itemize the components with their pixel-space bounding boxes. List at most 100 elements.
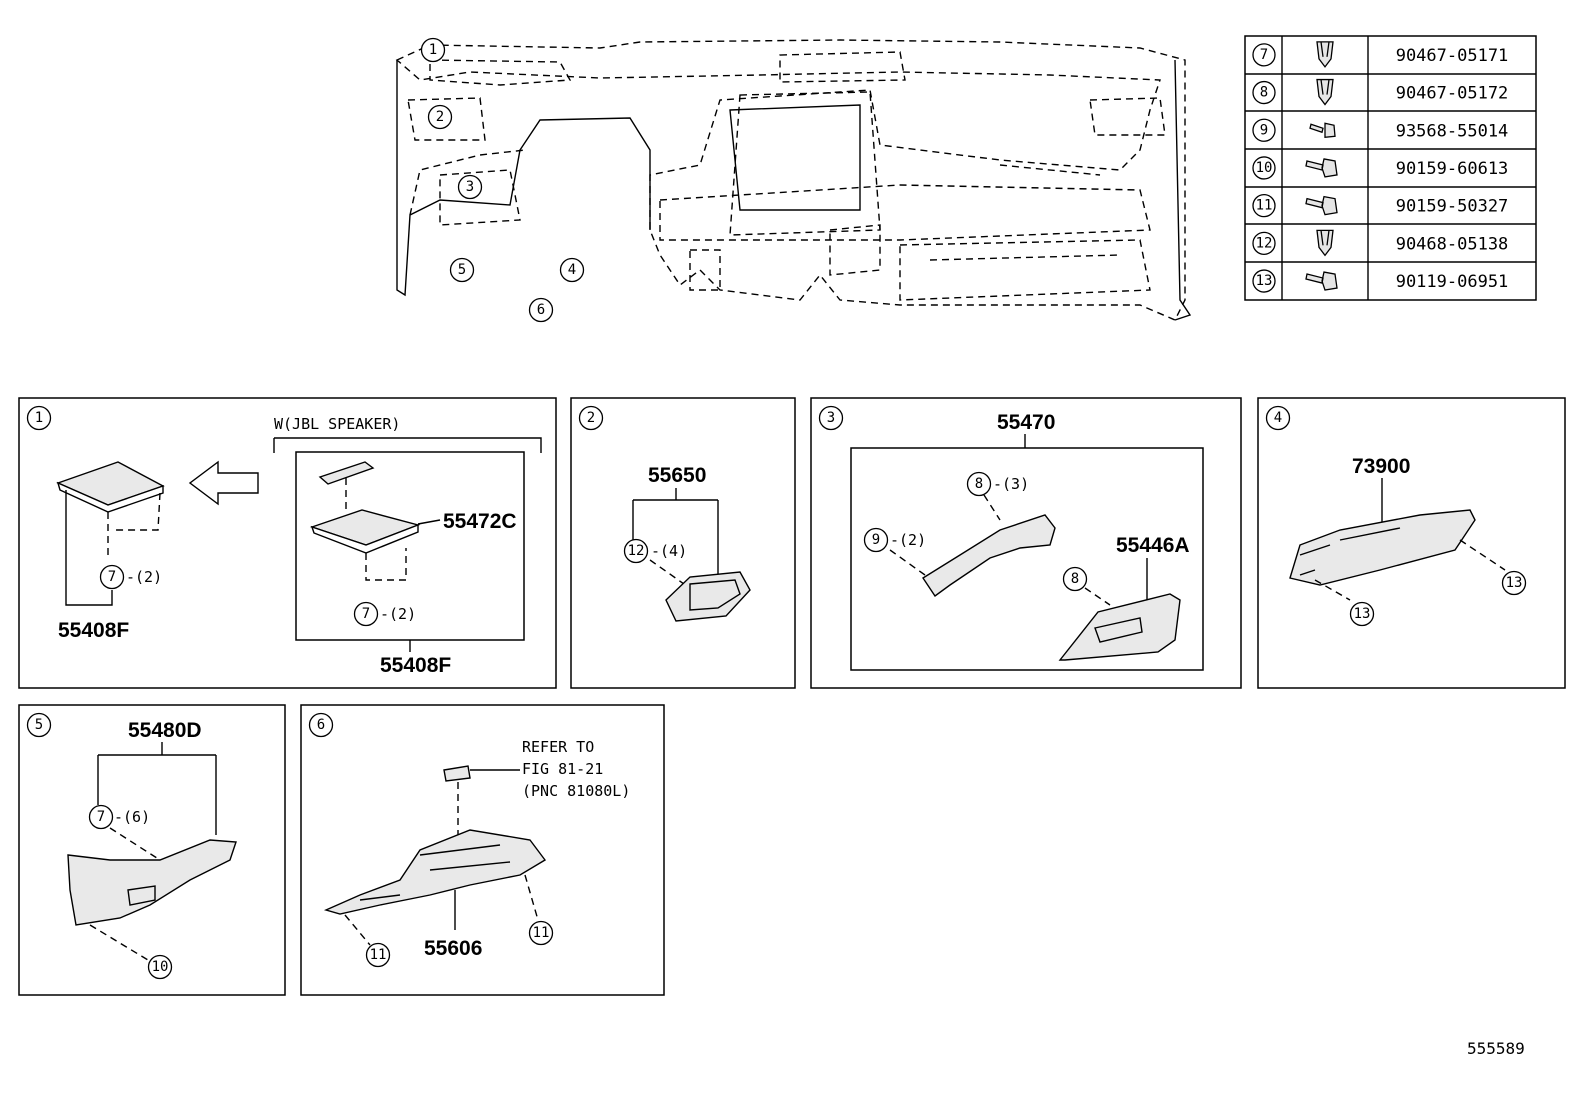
svg-text:5: 5 (35, 717, 43, 733)
clip-callout: 7 (99, 564, 125, 590)
svg-text:6: 6 (537, 302, 545, 318)
bolt-icon (1305, 271, 1338, 291)
part-number: 90159-50327 (1396, 197, 1509, 217)
part-number: 55472C (443, 510, 517, 533)
part-number: 90467-05172 (1396, 84, 1509, 104)
speaker-cover-part (309, 509, 421, 546)
svg-text:7: 7 (362, 606, 370, 622)
svg-text:2: 2 (587, 410, 595, 426)
svg-text:2: 2 (436, 109, 444, 125)
fastener-row: 11 90159-50327 (1252, 193, 1509, 218)
svg-text:1: 1 (429, 42, 437, 58)
svg-text:13: 13 (1354, 606, 1371, 622)
clip-callout: 12 (623, 538, 649, 564)
ref-number: 7 (1260, 47, 1268, 63)
clip-icon (1316, 229, 1334, 257)
part-number: 55408F (58, 619, 129, 642)
part-number: 55606 (424, 937, 482, 960)
air-vent-part (665, 571, 751, 622)
svg-text:5: 5 (458, 262, 466, 278)
callout-5: 5 (449, 257, 475, 283)
part-number: 55470 (997, 411, 1055, 434)
svg-text:-(4): -(4) (651, 542, 687, 560)
ref-circle (1252, 80, 1276, 105)
bolt-icon (1305, 195, 1338, 216)
svg-text:3: 3 (466, 179, 474, 195)
ref-number: 8 (1260, 85, 1268, 101)
panel-1: 1 W(JBL SPEAKER) 7 -(2) 55408F 55472C 7 … (18, 397, 557, 689)
svg-text:4: 4 (568, 262, 576, 278)
fastener-row: 7 90467-05171 (1252, 41, 1509, 68)
svg-text:12: 12 (628, 543, 645, 559)
panel-4: 4 73900 13 13 (1257, 397, 1566, 689)
bolt-callout: 13 (1349, 601, 1375, 627)
ref-circle (1252, 269, 1276, 293)
ref-circle (1252, 118, 1276, 142)
svg-text:13: 13 (1506, 575, 1523, 591)
svg-text:8: 8 (975, 476, 983, 492)
ref-number: 11 (1256, 198, 1273, 214)
svg-text:7: 7 (97, 809, 105, 825)
arrow-icon (188, 460, 259, 506)
under-cover-part (323, 829, 547, 915)
panel-3: 3 55470 8 -(3) 9 -(2) 55446A 8 (810, 397, 1242, 689)
callout-2: 2 (427, 104, 453, 130)
clip-callout: 8 (966, 471, 992, 497)
clip-icon (1316, 78, 1334, 106)
screw-icon (1309, 122, 1336, 138)
fastener-row: 8 90467-05172 (1252, 78, 1509, 106)
svg-text:-(2): -(2) (380, 605, 416, 623)
svg-text:11: 11 (370, 947, 387, 963)
connector-part (443, 765, 471, 782)
fastener-row: 13 90119-06951 (1252, 269, 1509, 293)
clip-callout: 8 (1062, 566, 1088, 592)
callout-3: 3 (457, 174, 483, 200)
svg-text:9: 9 (872, 532, 880, 548)
bolt-callout: 11 (528, 920, 554, 946)
panel-6: 6 REFER TO FIG 81-21 (PNC 81080L) 11 11 … (300, 704, 665, 996)
svg-text:FIG 81-21: FIG 81-21 (522, 760, 603, 778)
bolt-callout: 13 (1501, 570, 1527, 596)
dashboard-overview: 1 2 3 4 5 6 (395, 37, 1192, 323)
panel-5: 5 55480D 7 -(6) 10 (18, 704, 286, 996)
svg-text:-(3): -(3) (993, 475, 1029, 493)
callout-6: 6 (528, 297, 554, 323)
part-number: 55480D (128, 719, 202, 742)
illustration-id: 555589 (1467, 1039, 1525, 1058)
part-number: 93568-55014 (1396, 121, 1509, 141)
part-number: 90467-05171 (1396, 46, 1509, 66)
svg-text:(PNC 81080L): (PNC 81080L) (522, 782, 630, 800)
svg-text:3: 3 (827, 410, 835, 426)
svg-text:10: 10 (152, 959, 169, 975)
switch-panel-part (1058, 593, 1181, 661)
svg-text:-(2): -(2) (890, 531, 926, 549)
ref-number: 13 (1256, 273, 1273, 289)
part-number: 90159-60613 (1396, 159, 1509, 179)
part-number: 90468-05138 (1396, 234, 1509, 254)
ref-circle (1252, 193, 1276, 218)
variant-label: W(JBL SPEAKER) (274, 415, 400, 433)
ref-circle (1252, 156, 1276, 180)
clip-callout: 7 (88, 804, 114, 830)
svg-text:-(6): -(6) (114, 808, 150, 826)
part-number: 90119-06951 (1396, 272, 1509, 292)
svg-text:6: 6 (317, 717, 325, 733)
knee-airbag-part (1289, 509, 1476, 586)
lower-panel-part (67, 839, 237, 926)
clip-callout: 7 (353, 601, 379, 627)
ref-number: 12 (1256, 235, 1273, 251)
part-number: 55408F (380, 654, 451, 677)
svg-text:11: 11 (533, 925, 550, 941)
svg-text:REFER TO: REFER TO (522, 738, 594, 756)
bolt-icon (1305, 158, 1338, 178)
svg-text:7: 7 (108, 569, 116, 585)
panel-2: 2 55650 12 -(4) (570, 397, 796, 689)
svg-text:8: 8 (1071, 571, 1079, 587)
panel-1-ref: 1 (35, 410, 43, 426)
callout-4: 4 (559, 257, 585, 283)
trim-strip-part (922, 514, 1056, 597)
